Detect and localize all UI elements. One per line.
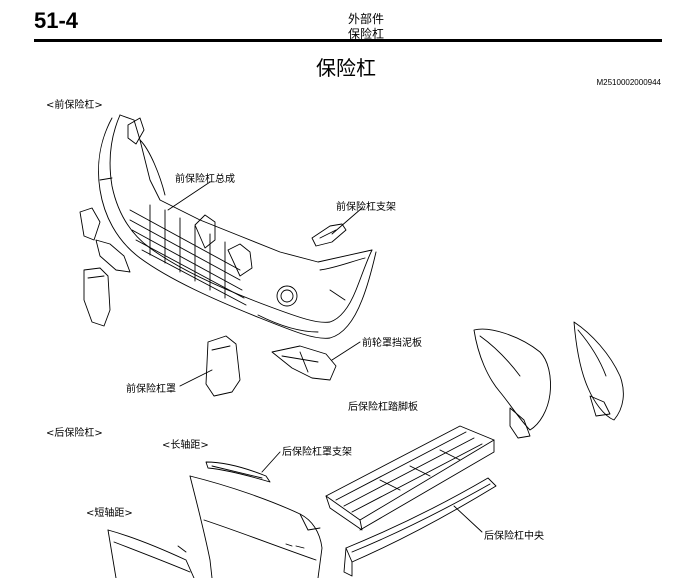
rear-corner-piece-right-drawing [573, 321, 624, 421]
subsection-title: 保险杠 [347, 27, 385, 41]
rear-corner-piece-left-drawing [473, 328, 551, 439]
front-bumper-group-label: <前保险杠> [46, 100, 103, 111]
rear-bumper-step-label: 后保险杠踏脚板 [348, 402, 418, 413]
rear-bumper-center-drawing [343, 477, 497, 577]
front-bumper-assembly-label: 前保险杠总成 [175, 174, 235, 185]
front-bumper-bracket-label: 前保险杠支架 [336, 202, 396, 213]
front-bumper-assembly-drawing [79, 114, 377, 339]
rear-bumper-cover-bracket-drawing [205, 461, 271, 483]
rear-bumper-center-label: 后保险杠中央 [484, 531, 544, 542]
long-wheelbase-label: <长轴距> [162, 440, 209, 451]
rear-bumper-step-drawing [325, 425, 495, 531]
page-number: 51-4 [34, 8, 79, 33]
front-bumper-cover-label: 前保险杠罩 [126, 384, 176, 395]
figure-id: M2510002000944 [596, 78, 661, 87]
short-wheelbase-label: <短轴距> [86, 508, 133, 519]
rear-bumper-cover-long-drawing [189, 475, 323, 578]
front-bumper-bracket-drawing [311, 223, 347, 247]
rear-bumper-cover-short-drawing [107, 529, 195, 578]
rear-bumper-cover-bracket-label: 后保险杠罩支架 [282, 447, 352, 458]
rear-bumper-group-label: <后保险杠> [46, 428, 103, 439]
front-wheel-mudguard-label: 前轮罩挡泥板 [362, 338, 422, 349]
header-rule [34, 39, 662, 42]
page-title: 保险杠 [316, 56, 376, 80]
section-title: 外部件 [347, 12, 385, 26]
front-bumper-side-piece-drawing [83, 267, 111, 327]
front-wheel-mudguard-drawing [271, 345, 337, 381]
front-bumper-cover-drawing [205, 335, 241, 397]
